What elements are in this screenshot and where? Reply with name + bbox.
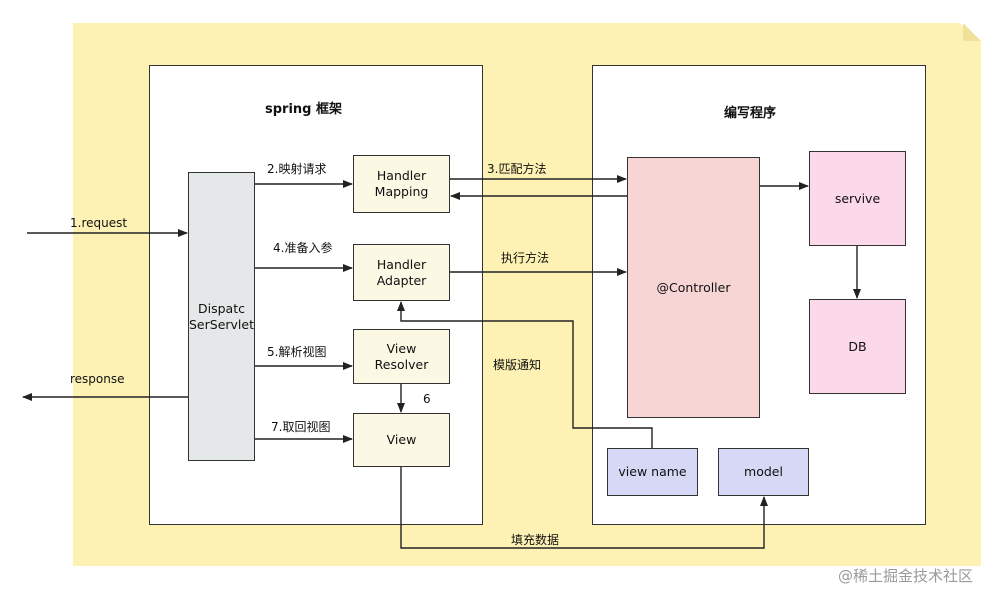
resolve-view-label: 5.解析视图 [267, 345, 327, 359]
view-node: View [353, 413, 450, 467]
template-notify-label: 模版通知 [493, 358, 542, 372]
model-node: model [718, 448, 809, 496]
handler-mapping-node: Handler Mapping [353, 155, 450, 213]
map-request-label: 2.映射请求 [267, 162, 327, 176]
execute-method-label: 执行方法 [501, 251, 550, 265]
service-node: servive [809, 151, 906, 246]
fill-data-path [400, 467, 768, 549]
step6-label: 6 [423, 392, 431, 406]
view-name-node: view name [607, 448, 698, 496]
view-resolver-node: View Resolver [353, 329, 450, 384]
controller-node: @Controller [627, 157, 760, 418]
fill-data-label: 填充数据 [511, 533, 560, 547]
user-program-title: 编写程序 [724, 106, 777, 121]
db-node: DB [809, 299, 906, 394]
spring-framework-title: spring 框架 [265, 102, 342, 117]
watermark: @稀土掘金技术社区 [838, 567, 974, 585]
prepare-params-label: 4.准备入参 [273, 241, 333, 255]
template-notify-path [397, 301, 653, 448]
response-label: response [70, 372, 125, 386]
fetch-view-label: 7.取回视图 [271, 420, 331, 434]
dispatcher-servlet-node: Dispatc SerServlet [188, 172, 255, 461]
match-method-label: 3.匹配方法 [487, 162, 547, 176]
handler-adapter-node: Handler Adapter [353, 244, 450, 301]
request-label: 1.request [70, 216, 128, 230]
